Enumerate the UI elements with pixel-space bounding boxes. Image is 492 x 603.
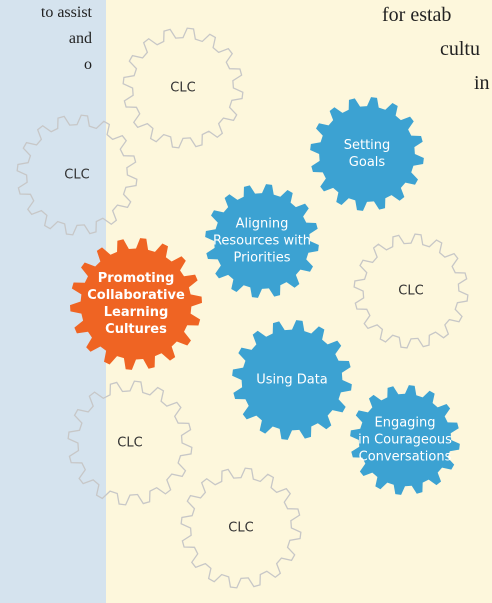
gear-label: Goals	[349, 155, 386, 170]
gear-icon	[310, 97, 424, 211]
gear-label: Cultures	[105, 322, 167, 337]
left-text-line-2: and	[68, 30, 92, 47]
right-text-line-1: for estab	[382, 4, 452, 26]
gear-label: CLC	[64, 168, 89, 183]
gear-clc-lower-left: CLC	[67, 380, 193, 506]
gear-label: CLC	[228, 521, 253, 536]
gear-clc-right: CLC	[353, 233, 469, 349]
gear-icon	[67, 380, 193, 506]
gear-clc-left: CLC	[16, 114, 138, 236]
gear-icon	[180, 467, 302, 589]
gear-label: Learning	[104, 305, 169, 320]
gear-label: in Courageous	[358, 433, 452, 448]
gear-label: Aligning	[236, 217, 289, 232]
gear-clc-top: CLC	[122, 27, 244, 149]
gear-label: Priorities	[234, 251, 291, 266]
gear-label: Resources with	[213, 234, 311, 249]
gear-icon	[350, 385, 460, 495]
gear-label: CLC	[398, 284, 423, 299]
gear-using-data: Using Data	[232, 320, 352, 440]
gear-icon	[232, 320, 352, 440]
right-text-line-3: in	[474, 72, 490, 94]
left-text-line-3: o	[84, 56, 92, 73]
gear-icon	[122, 27, 244, 149]
gear-label: Using Data	[256, 373, 328, 388]
gear-icon	[205, 184, 319, 298]
gear-label: Setting	[344, 138, 391, 153]
gear-label: Promoting	[98, 271, 175, 286]
gear-label: CLC	[117, 436, 142, 451]
gear-label: Engaging	[374, 416, 435, 431]
gear-label: Collaborative	[87, 288, 185, 303]
gear-icon	[353, 233, 469, 349]
gear-clc-bottom: CLC	[180, 467, 302, 589]
gear-label: Conversations	[359, 450, 452, 465]
gear-icon	[16, 114, 138, 236]
right-text-line-2: cultu	[440, 38, 480, 60]
gear-icon	[70, 238, 202, 370]
gear-label: CLC	[170, 81, 195, 96]
left-text-line-1: to assist	[40, 4, 92, 21]
